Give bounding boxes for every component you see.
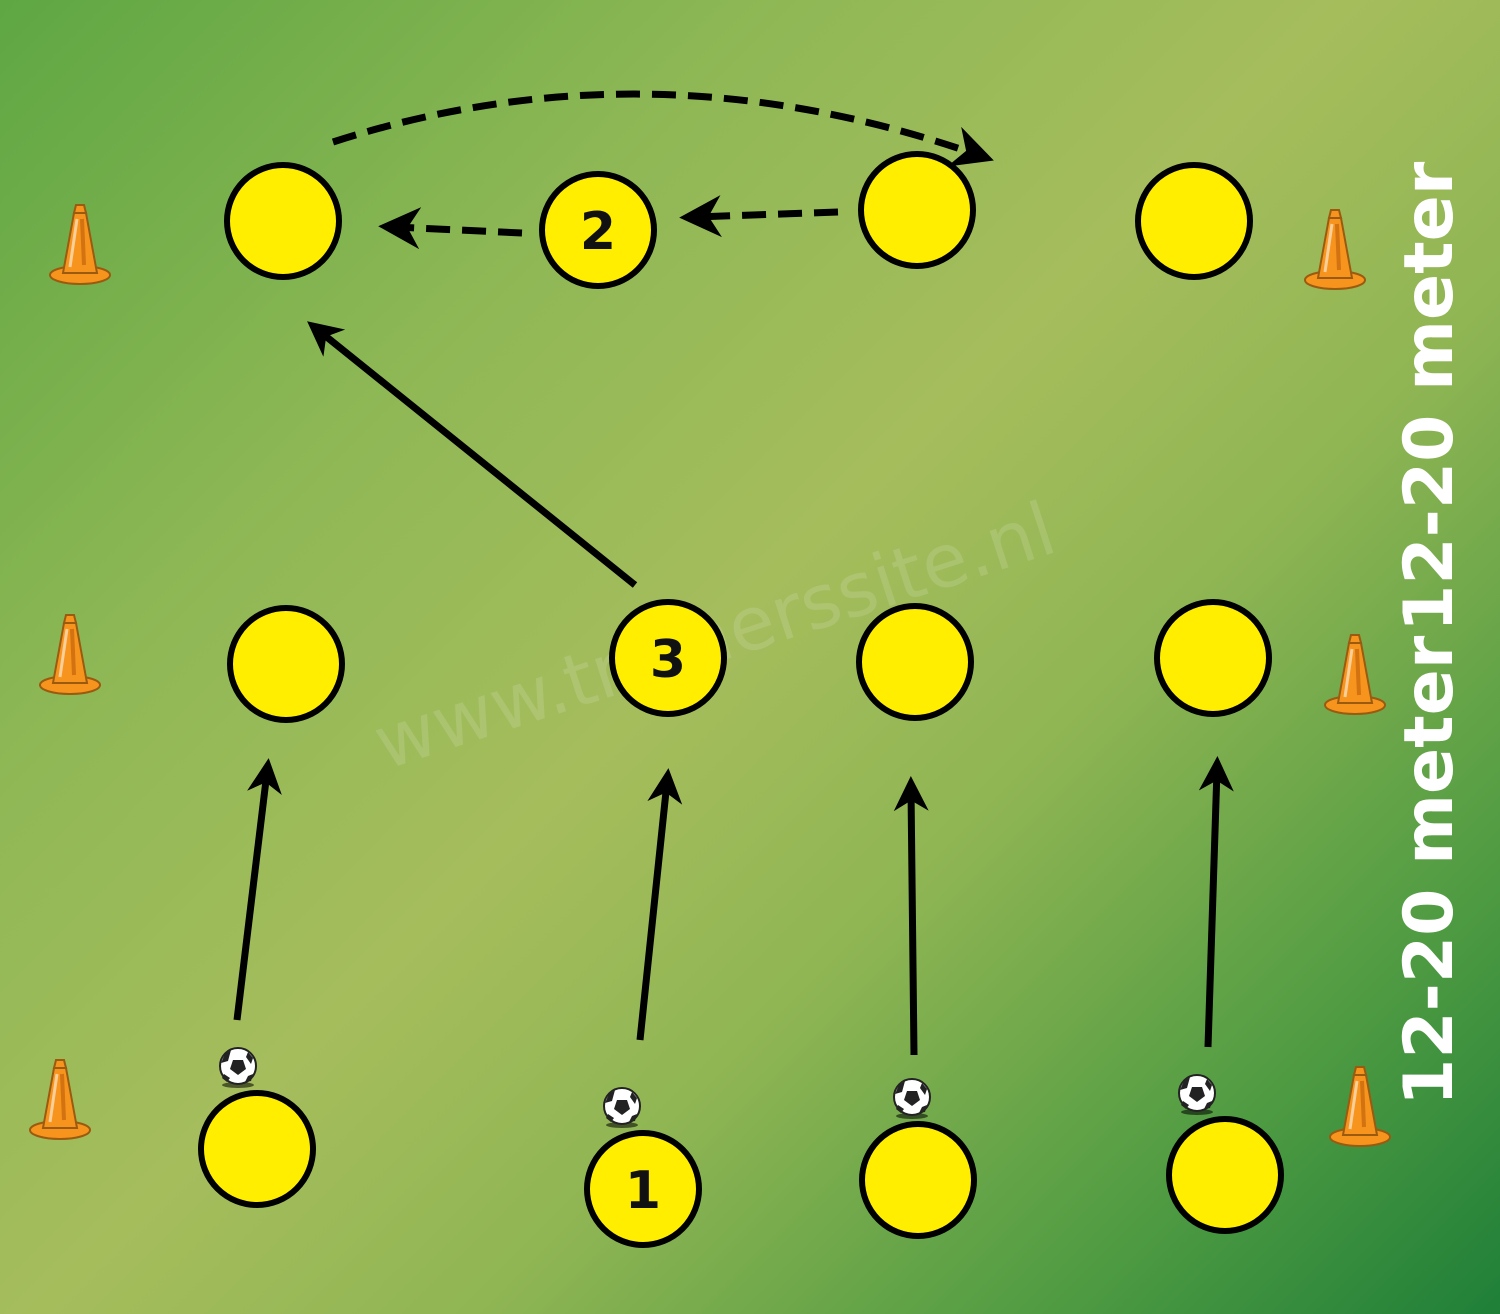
ball-icon xyxy=(603,1087,641,1129)
cone-icon xyxy=(1328,1065,1392,1148)
pass-arrow-curved xyxy=(331,90,994,167)
player-marker xyxy=(198,1090,316,1208)
pass-arrow xyxy=(378,207,523,250)
cone-icon xyxy=(48,203,112,286)
run-arrow xyxy=(233,758,282,1021)
run-arrow-diagonal xyxy=(307,321,638,588)
player-marker: 1 xyxy=(584,1130,702,1248)
cone-icon xyxy=(28,1058,92,1141)
player-marker: 3 xyxy=(609,599,727,717)
player-number: 1 xyxy=(625,1161,661,1221)
player-marker xyxy=(1135,162,1253,280)
run-arrow xyxy=(1198,756,1234,1048)
cone-icon xyxy=(38,613,102,696)
player-marker xyxy=(224,162,342,280)
dimension-label-width: 12-20 meter xyxy=(1390,635,1469,1106)
player-number: 3 xyxy=(650,630,686,690)
dimension-label-length: 12-20 meter xyxy=(1390,161,1469,632)
run-arrow xyxy=(893,776,929,1056)
player-marker xyxy=(1154,599,1272,717)
cone-icon xyxy=(1303,208,1367,291)
player-marker xyxy=(858,151,976,269)
ball-icon xyxy=(1178,1074,1216,1116)
player-marker xyxy=(859,1121,977,1239)
ball-icon xyxy=(219,1047,257,1089)
pass-arrow xyxy=(679,195,839,238)
cone-icon xyxy=(1323,633,1387,716)
player-marker xyxy=(227,605,345,723)
run-arrow xyxy=(636,768,683,1041)
player-marker xyxy=(856,603,974,721)
player-marker xyxy=(1166,1116,1284,1234)
player-marker: 2 xyxy=(539,171,657,289)
ball-icon xyxy=(893,1078,931,1120)
player-number: 2 xyxy=(580,202,616,262)
